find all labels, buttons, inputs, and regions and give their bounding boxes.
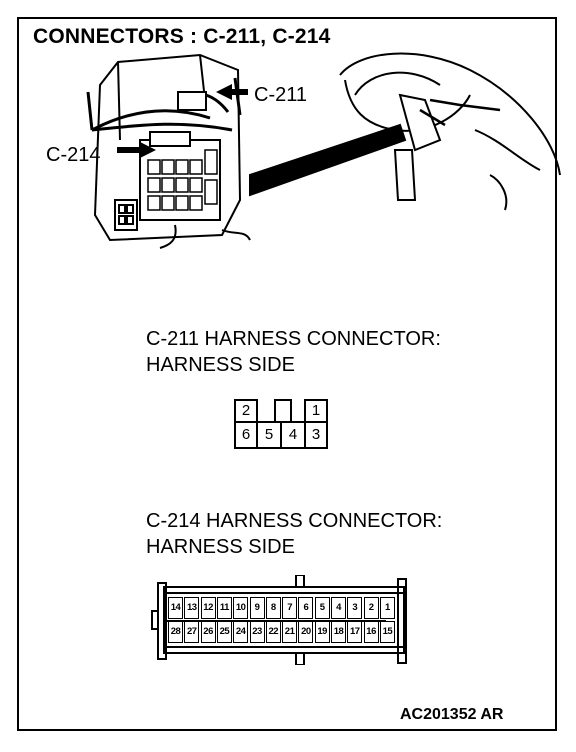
c214-pin-19: 19 (314, 621, 330, 643)
c214-pin-7: 7 (282, 597, 298, 619)
c214-pin-13: 13 (184, 597, 200, 619)
c214-pin-21: 21 (282, 621, 298, 643)
c214-pin-11: 11 (216, 597, 232, 619)
figure-frame (17, 17, 557, 731)
c214-pin-1: 1 (379, 597, 395, 619)
c211-pin-5: 5 (256, 421, 282, 449)
c214-pin-24: 24 (233, 621, 249, 643)
c214-heading-line2: HARNESS SIDE (146, 536, 295, 558)
c214-pin-27: 27 (184, 621, 200, 643)
c214-pin-15: 15 (379, 621, 395, 643)
c214-pin-28: 28 (168, 621, 183, 643)
c211-heading: C-211 HARNESS CONNECTOR: HARNESS SIDE (146, 326, 441, 378)
c211-callout-label: C-211 (254, 84, 307, 106)
c214-pin-6: 6 (298, 597, 314, 619)
figure-id: AC201352 AR (400, 706, 504, 723)
figure-title: CONNECTORS : C-211, C-214 (33, 25, 331, 48)
c214-callout-label: C-214 (46, 144, 101, 166)
c214-pin-5: 5 (314, 597, 330, 619)
c214-pin-20: 20 (298, 621, 314, 643)
c214-pin-16: 16 (363, 621, 379, 643)
c211-connector-face: 2 1 6 5 4 3 (232, 397, 328, 452)
c211-pin-4: 4 (280, 421, 306, 449)
c214-pin-8: 8 (265, 597, 281, 619)
c214-pin-17: 17 (347, 621, 363, 643)
c211-pin-3: 3 (304, 421, 328, 449)
c214-pin-22: 22 (265, 621, 281, 643)
c214-pin-2: 2 (363, 597, 379, 619)
c211-heading-line2: HARNESS SIDE (146, 354, 295, 376)
c214-pin-26: 26 (200, 621, 216, 643)
c214-housing-outline (151, 575, 407, 665)
c214-heading-line1: C-214 HARNESS CONNECTOR: (146, 510, 443, 532)
c214-pin-4: 4 (331, 597, 346, 619)
connector-location-illustration (86, 52, 561, 249)
c211-heading-line1: C-211 HARNESS CONNECTOR: (146, 328, 441, 350)
c214-pin-14: 14 (168, 597, 183, 619)
c214-pin-23: 23 (249, 621, 265, 643)
c214-pin-25: 25 (216, 621, 232, 643)
c214-heading: C-214 HARNESS CONNECTOR: HARNESS SIDE (146, 508, 442, 560)
c214-pin-18: 18 (331, 621, 346, 643)
c214-pin-10: 10 (233, 597, 249, 619)
c214-pin-3: 3 (347, 597, 363, 619)
c214-pin-9: 9 (249, 597, 265, 619)
c211-pin-6: 6 (234, 421, 258, 449)
c211-pin-2: 2 (234, 399, 258, 423)
c211-key-slot (274, 399, 292, 423)
c211-pin-1: 1 (304, 399, 328, 423)
c214-pin-12: 12 (200, 597, 216, 619)
